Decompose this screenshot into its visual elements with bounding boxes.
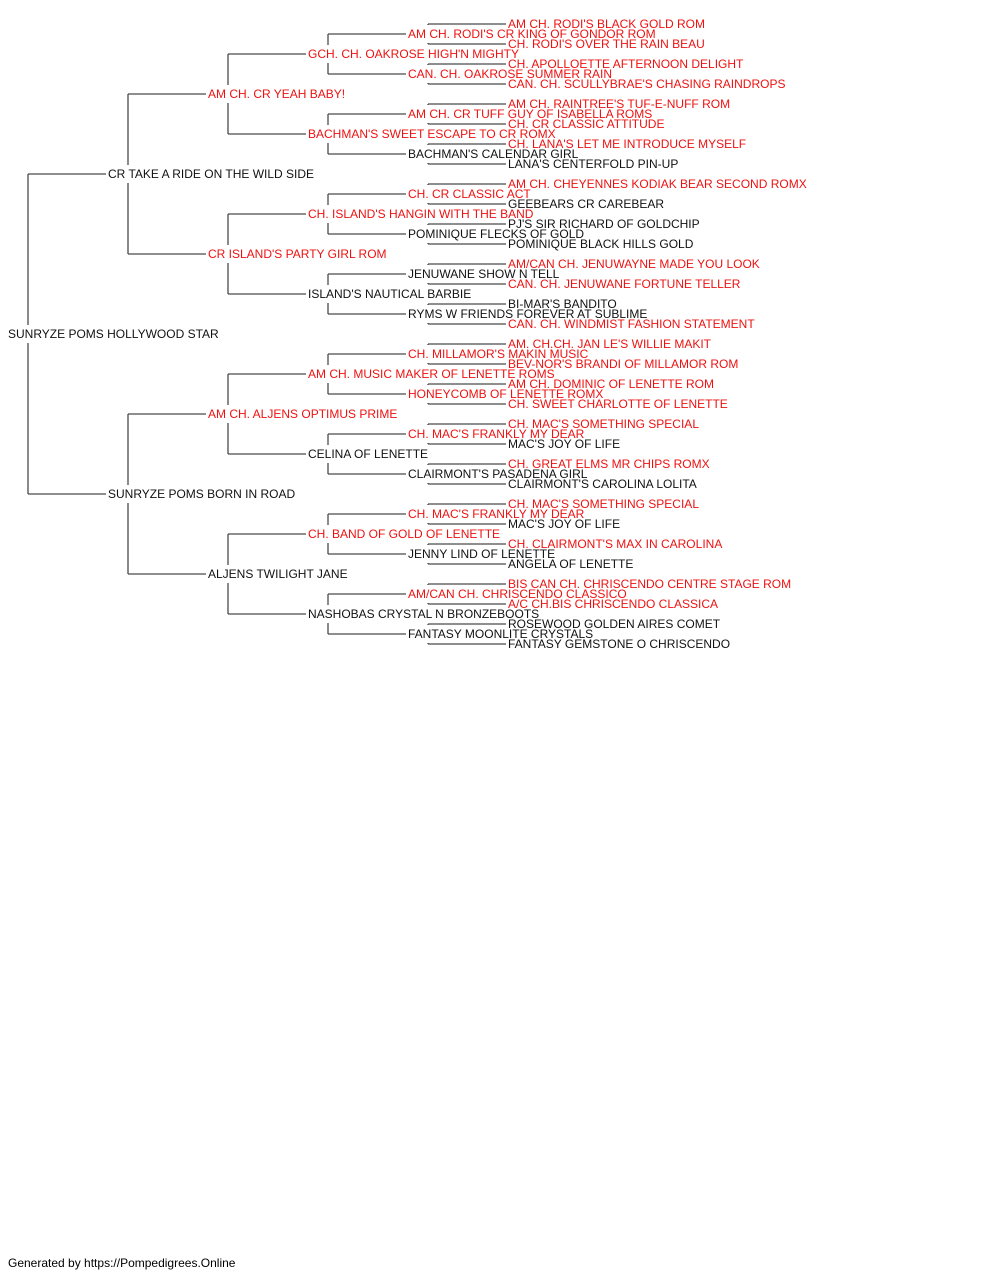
dog-name-root-d-d-s-d: JENNY LIND OF LENETTE — [408, 547, 555, 561]
dog-name-root-d-d-d-s: AM/CAN CH. CHRISCENDO CLASSICO — [408, 587, 627, 601]
dog-name-root-d-s-d-s-s: CH. MAC'S SOMETHING SPECIAL — [508, 417, 699, 431]
dog-names: SUNRYZE POMS HOLLYWOOD STAR CR TAKE A RID… — [8, 17, 807, 651]
dog-name-root-s-d-s: CH. ISLAND'S HANGIN WITH THE BAND — [308, 207, 534, 221]
dog-name-root-s-d-s-d-s: PJ'S SIR RICHARD OF GOLDCHIP — [508, 217, 700, 231]
dog-name-root-d-s-s-s: CH. MILLAMOR'S MAKIN MUSIC — [408, 347, 589, 361]
dog-name-root-d-d-s-s-s: CH. MAC'S SOMETHING SPECIAL — [508, 497, 699, 511]
dog-name-root-s-s-s-s: AM CH. RODI'S CR KING OF GONDOR ROM — [408, 27, 656, 41]
dog-name-root: SUNRYZE POMS HOLLYWOOD STAR — [8, 327, 219, 341]
dog-name-root-s-s-s-s-s: AM CH. RODI'S BLACK GOLD ROM — [508, 17, 705, 31]
dog-name-root-d-d-s-d-d: ANGELA OF LENETTE — [508, 557, 633, 571]
dog-name-root-d-s-d: CELINA OF LENETTE — [308, 447, 428, 461]
dog-name-root-d-d-d-s-d: A/C CH.BIS CHRISCENDO CLASSICA — [508, 597, 718, 611]
dog-name-root-d-d: ALJENS TWILIGHT JANE — [208, 567, 348, 581]
dog-name-root-d-s-s-d-s: AM CH. DOMINIC OF LENETTE ROM — [508, 377, 714, 391]
dog-name-root-s-s-d-d-d: LANA'S CENTERFOLD PIN-UP — [508, 157, 678, 171]
dog-name-root-s-d-d-s: JENUWANE SHOW N TELL — [408, 267, 560, 281]
dog-name-root-s-s-s-d-s: CH. APOLLOETTE AFTERNOON DELIGHT — [508, 57, 744, 71]
dog-name-root-d-d-d-d-s: ROSEWOOD GOLDEN AIRES COMET — [508, 617, 721, 631]
dog-name-root-d-d-d-s-s: BIS CAN CH. CHRISCENDO CENTRE STAGE ROM — [508, 577, 791, 591]
dog-name-root-d-s-s-s-s: AM. CH.CH. JAN LE'S WILLIE MAKIT — [508, 337, 712, 351]
dog-name-root-s-d: CR ISLAND'S PARTY GIRL ROM — [208, 247, 387, 261]
generated-by-footer: Generated by https://Pompedigrees.Online — [8, 1256, 236, 1270]
dog-name-root-s-d-s-s-s: AM CH. CHEYENNES KODIAK BEAR SECOND ROMX — [508, 177, 807, 191]
dog-name-root-d-s-d-d-d: CLAIRMONT'S CAROLINA LOLITA — [508, 477, 697, 491]
dog-name-root-d-d-d-d-d: FANTASY GEMSTONE O CHRISCENDO — [508, 637, 730, 651]
dog-name-root-s-d-d-s-s: AM/CAN CH. JENUWAYNE MADE YOU LOOK — [508, 257, 760, 271]
dog-name-root-d-s-s-d-d: CH. SWEET CHARLOTTE OF LENETTE — [508, 397, 728, 411]
dog-name-root-d-s-d-s: CH. MAC'S FRANKLY MY DEAR — [408, 427, 585, 441]
dog-name-root-s-s-s: GCH. CH. OAKROSE HIGH'N MIGHTY — [308, 47, 519, 61]
dog-name-root-s-s-d-d-s: CH. LANA'S LET ME INTRODUCE MYSELF — [508, 137, 746, 151]
dog-name-root-s-d-s-d-d: POMINIQUE BLACK HILLS GOLD — [508, 237, 694, 251]
dog-name-root-d-d-s-s-d: MAC'S JOY OF LIFE — [508, 517, 620, 531]
dog-name-root-s-d-d-d-s: BI-MAR'S BANDITO — [508, 297, 617, 311]
dog-name-root-d-s-s-d: HONEYCOMB OF LENETTE ROMX — [408, 387, 603, 401]
dog-name-root-s-d-s-s-d: GEEBEARS CR CAREBEAR — [508, 197, 664, 211]
dog-name-root-s-s-d-s: AM CH. CR TUFF GUY OF ISABELLA ROMS — [408, 107, 652, 121]
dog-name-root-d-s-d-d-s: CH. GREAT ELMS MR CHIPS ROMX — [508, 457, 710, 471]
dog-name-root-d-s-s-s-d: BEV-NOR'S BRANDI OF MILLAMOR ROM — [508, 357, 738, 371]
dog-name-root-s-s-d-s-s: AM CH. RAINTREE'S TUF-E-NUFF ROM — [508, 97, 730, 111]
dog-name-root-d-d-d-d: FANTASY MOONLITE CRYSTALS — [408, 627, 593, 641]
dog-name-root-d-d-d: NASHOBAS CRYSTAL N BRONZEBOOTS — [308, 607, 539, 621]
dog-name-root-s-d-s-s: CH. CR CLASSIC ACT — [408, 187, 531, 201]
dog-name-root-d-d-s-d-s: CH. CLAIRMONT'S MAX IN CAROLINA — [508, 537, 722, 551]
dog-name-root-d-s-d-d: CLAIRMONT'S PASADENA GIRL — [408, 467, 588, 481]
dog-name-root-d: SUNRYZE POMS BORN IN ROAD — [108, 487, 295, 501]
dog-name-root-s-d-d-s-d: CAN. CH. JENUWANE FORTUNE TELLER — [508, 277, 741, 291]
dog-name-root-s-s-s-d: CAN. CH. OAKROSE SUMMER RAIN — [408, 67, 612, 81]
dog-name-root-d-s-s: AM CH. MUSIC MAKER OF LENETTE ROMS — [308, 367, 555, 381]
dog-name-root-s-d-d-d: RYMS W FRIENDS FOREVER AT SUBLIME — [408, 307, 647, 321]
dog-name-root-s-s: AM CH. CR YEAH BABY! — [208, 87, 345, 101]
connector-lines — [27, 23, 506, 645]
dog-name-root-s-s-d: BACHMAN'S SWEET ESCAPE TO CR ROMX — [308, 127, 556, 141]
dog-name-root-s-d-s-d: POMINIQUE FLECKS OF GOLD — [408, 227, 584, 241]
dog-name-root-s-d-d-d-d: CAN. CH. WINDMIST FASHION STATEMENT — [508, 317, 755, 331]
dog-name-root-s-s-s-d-d: CAN. CH. SCULLYBRAE'S CHASING RAINDROPS — [508, 77, 785, 91]
dog-name-root-d-s: AM CH. ALJENS OPTIMUS PRIME — [208, 407, 397, 421]
dog-name-root-d-d-s: CH. BAND OF GOLD OF LENETTE — [308, 527, 500, 541]
dog-name-root-d-d-s-s: CH. MAC'S FRANKLY MY DEAR — [408, 507, 585, 521]
dog-name-root-s-s-d-d: BACHMAN'S CALENDAR GIRL — [408, 147, 579, 161]
dog-name-root-s-s-s-s-d: CH. RODI'S OVER THE RAIN BEAU — [508, 37, 705, 51]
dog-name-root-s-s-d-s-d: CH. CR CLASSIC ATTITUDE — [508, 117, 664, 131]
dog-name-root-s: CR TAKE A RIDE ON THE WILD SIDE — [108, 167, 314, 181]
dog-name-root-d-s-d-s-d: MAC'S JOY OF LIFE — [508, 437, 620, 451]
dog-name-root-s-d-d: ISLAND'S NAUTICAL BARBIE — [308, 287, 471, 301]
